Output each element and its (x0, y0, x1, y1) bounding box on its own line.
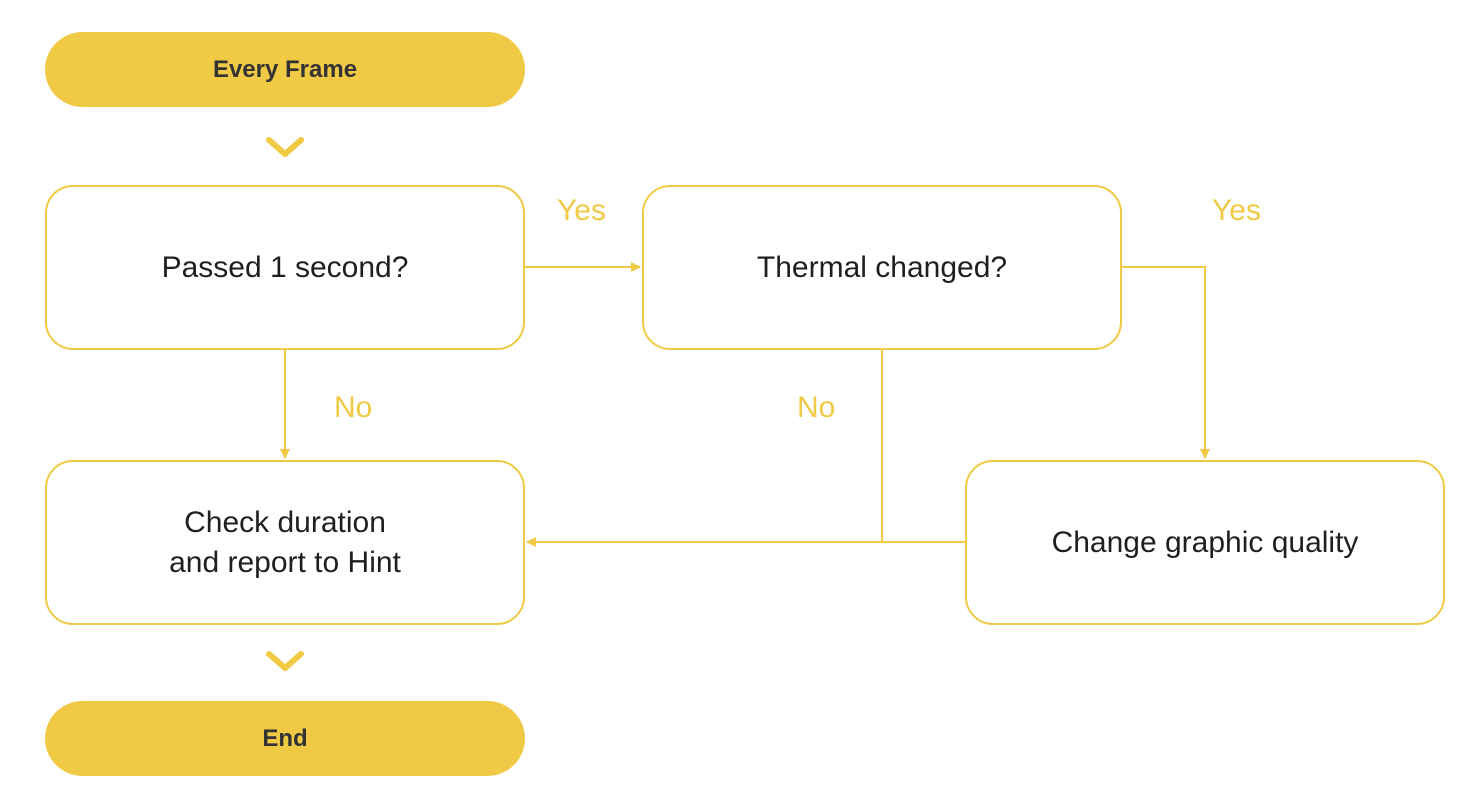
yes-label-thermal: Yes (1212, 194, 1261, 227)
end-node: End (45, 701, 525, 776)
change-quality-label: Change graphic quality (1051, 525, 1359, 559)
chevron-down-icon (266, 651, 304, 671)
no-label-thermal: No (797, 391, 836, 424)
thermal-changed-label: Thermal changed? (756, 250, 1008, 284)
passed-second-label: Passed 1 second? (161, 250, 409, 284)
yes-label-passed: Yes (557, 194, 606, 227)
chevron-down-icon (266, 137, 304, 157)
edge-thermal-to-quality (1122, 266, 1210, 459)
check-duration-node: Check duration and report to Hint (45, 460, 525, 625)
check-duration-label: Check duration and report to Hint (169, 505, 401, 579)
start-node-label: Every Frame (212, 55, 358, 83)
start-node: Every Frame (45, 32, 525, 107)
change-quality-node: Change graphic quality (965, 460, 1445, 625)
end-node-label: End (262, 724, 308, 752)
no-label-passed: No (334, 391, 373, 424)
passed-second-node: Passed 1 second? (45, 185, 525, 350)
thermal-changed-node: Thermal changed? (642, 185, 1122, 350)
